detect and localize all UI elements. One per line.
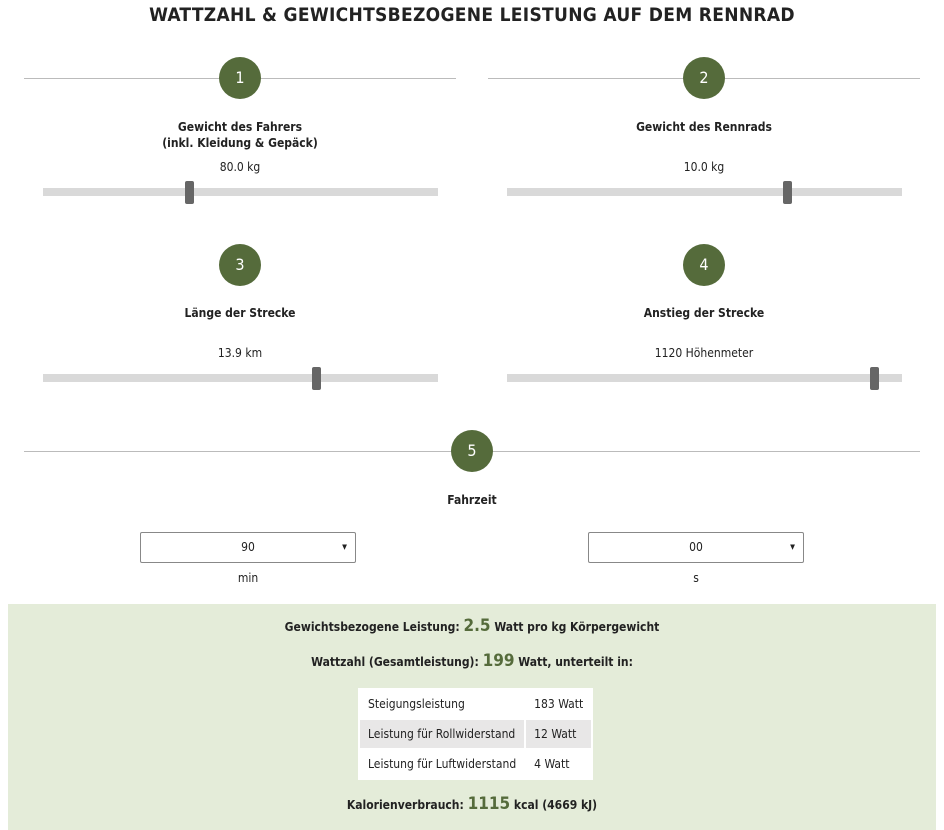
step-number-3: 3 — [219, 244, 261, 286]
minutes-value: 90 — [241, 540, 255, 554]
bike-weight-label: Gewicht des Rennrads — [636, 120, 772, 134]
wkg-result: Gewichtsbezogene Leistung: 2.5 Watt pro … — [8, 616, 936, 636]
kcal-value: 1115 — [467, 794, 511, 814]
ride-time-label: Fahrzeit — [447, 493, 497, 507]
rider-weight-value: 80.0 kg — [219, 160, 261, 174]
bike-weight-value: 10.0 kg — [683, 160, 725, 174]
step-number-4: 4 — [683, 244, 725, 286]
distance-value: 13.9 km — [217, 346, 263, 360]
seconds-value: 00 — [689, 540, 703, 554]
seconds-unit: s — [693, 571, 699, 585]
label-line: (inkl. Kleidung & Gepäck) — [162, 136, 318, 150]
watt-suffix: Watt, unterteilt in: — [518, 655, 633, 669]
minutes-unit: min — [237, 571, 259, 585]
watt-value: 199 — [482, 651, 515, 671]
slider-thumb[interactable] — [185, 181, 195, 204]
slider-thumb[interactable] — [783, 181, 793, 204]
dropdown-arrow-icon: ▼ — [790, 543, 795, 551]
slider-thumb[interactable] — [311, 367, 321, 390]
row-name: Leistung für Luftwiderstand — [368, 757, 517, 771]
step-number-2: 2 — [683, 57, 725, 99]
kcal-label: Kalorienverbrauch: — [346, 798, 464, 812]
table-row: Steigungsleistung 183 Watt — [360, 690, 591, 718]
distance-slider[interactable] — [43, 367, 438, 390]
slider-thumb[interactable] — [870, 367, 880, 390]
label-line: Gewicht des Fahrers — [177, 120, 303, 134]
elevation-value: 1120 Höhenmeter — [654, 346, 754, 360]
power-breakdown-table: Steigungsleistung 183 Watt Leistung für R… — [358, 688, 594, 780]
watt-result: Wattzahl (Gesamtleistung): 199 Watt, unt… — [8, 651, 936, 671]
wkg-suffix: Watt pro kg Körpergewicht — [494, 620, 660, 634]
result-panel: Gewichtsbezogene Leistung: 2.5 Watt pro … — [8, 604, 936, 830]
rider-weight-slider[interactable] — [43, 181, 438, 204]
rider-weight-label: Gewicht des Fahrers (inkl. Kleidung & Gep… — [30, 119, 450, 151]
row-value: 4 Watt — [534, 757, 570, 771]
row-value: 183 Watt — [534, 697, 584, 711]
page-title: WATTZAHL & GEWICHTSBEZOGENE LEISTUNG AUF… — [149, 4, 795, 26]
watt-label: Wattzahl (Gesamtleistung): — [311, 655, 479, 669]
minutes-select[interactable]: 90 ▼ — [140, 532, 356, 563]
distance-label: Länge der Strecke — [184, 306, 296, 320]
bike-weight-slider[interactable] — [507, 181, 902, 204]
step-number-5: 5 — [451, 430, 493, 472]
step-number-1: 1 — [219, 57, 261, 99]
table-row: Leistung für Luftwiderstand 4 Watt — [360, 750, 591, 778]
wkg-value: 2.5 — [463, 616, 491, 636]
kcal-suffix: kcal (4669 kJ) — [513, 798, 598, 812]
row-name: Leistung für Rollwiderstand — [360, 720, 525, 748]
row-name: Steigungsleistung — [368, 697, 465, 711]
calorie-result: Kalorienverbrauch: 1115 kcal (4669 kJ) — [8, 794, 936, 814]
elevation-label: Anstieg der Strecke — [643, 306, 765, 320]
row-value: 12 Watt — [526, 720, 592, 748]
dropdown-arrow-icon: ▼ — [342, 543, 347, 551]
elevation-slider[interactable] — [507, 367, 902, 390]
wkg-label: Gewichtsbezogene Leistung: — [284, 620, 460, 634]
seconds-select[interactable]: 00 ▼ — [588, 532, 804, 563]
